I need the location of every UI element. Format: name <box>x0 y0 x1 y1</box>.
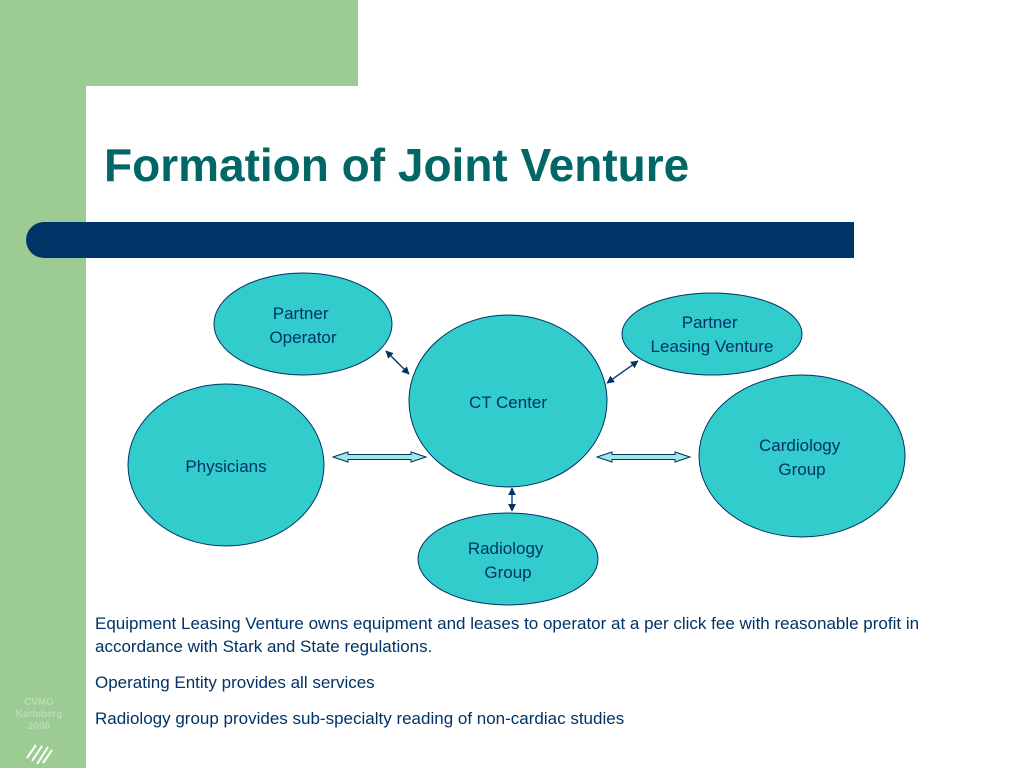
block-arrow-ct-cardiology <box>595 451 692 463</box>
body-paragraph-leasing: Equipment Leasing Venture owns equipment… <box>95 614 920 656</box>
node-partner-leasing-label-1: Partner <box>682 313 738 332</box>
node-partner-leasing-venture: Partner Leasing Venture <box>621 292 803 376</box>
watermark-line-3: 2008 <box>27 721 51 732</box>
svg-text:Physicians: Physicians <box>185 457 266 476</box>
body-paragraph-radiology: Radiology group provides sub-specialty r… <box>95 709 625 728</box>
node-partner-operator: Partner Operator <box>213 272 393 376</box>
left-green-band <box>0 0 86 768</box>
node-physicians-label: Physicians <box>185 457 266 476</box>
svg-text:Radiology Group: Radiology Group <box>468 539 548 582</box>
watermark: CVMG Karlsberg 2008 <box>6 697 72 733</box>
svg-text:Partner Leasing Venture: Partner Leasing Venture <box>651 313 774 356</box>
arrow-operator-ct <box>385 350 410 375</box>
top-green-band <box>0 0 358 86</box>
node-radiology-group-shape <box>417 512 599 606</box>
watermark-line-2: Karlsberg <box>15 709 63 720</box>
node-cardiology-group-shape <box>698 374 906 538</box>
svg-text:Cardiology Group: Cardiology Group <box>759 436 845 479</box>
node-ct-center-shape <box>408 314 608 488</box>
svg-text:Partner Operator: Partner Operator <box>269 304 336 347</box>
body-paragraph-operating: Operating Entity provides all services <box>95 673 375 692</box>
node-physicians-shape <box>127 383 325 547</box>
title-underline-bar <box>26 222 854 258</box>
arrow-leasing-ct <box>606 360 639 384</box>
body-text: Equipment Leasing Venture owns equipment… <box>95 612 1005 743</box>
node-partner-operator-shape <box>213 272 393 376</box>
node-cardiology-label-1: Cardiology <box>759 436 841 455</box>
node-radiology-group: Radiology Group <box>417 512 599 606</box>
node-cardiology-label-2: Group <box>778 460 825 479</box>
slide-title: Formation of Joint Venture <box>104 139 690 191</box>
node-radiology-label-2: Group <box>484 563 531 582</box>
node-ct-center-label: CT Center <box>469 393 547 412</box>
node-cardiology-group: Cardiology Group <box>698 374 906 538</box>
node-partner-leasing-label-2: Leasing Venture <box>651 337 774 356</box>
node-physicians: Physicians <box>127 383 325 547</box>
svg-text:CT Center: CT Center <box>469 393 547 412</box>
node-partner-operator-label-2: Operator <box>269 328 336 347</box>
node-partner-operator-label-1: Partner <box>273 304 329 323</box>
block-arrow-physicians-ct <box>331 451 428 463</box>
node-radiology-label-1: Radiology <box>468 539 544 558</box>
node-partner-leasing-venture-shape <box>621 292 803 376</box>
node-ct-center: CT Center <box>408 314 608 488</box>
watermark-line-1: CVMG <box>24 697 54 708</box>
heart-logo-icon <box>26 744 53 765</box>
